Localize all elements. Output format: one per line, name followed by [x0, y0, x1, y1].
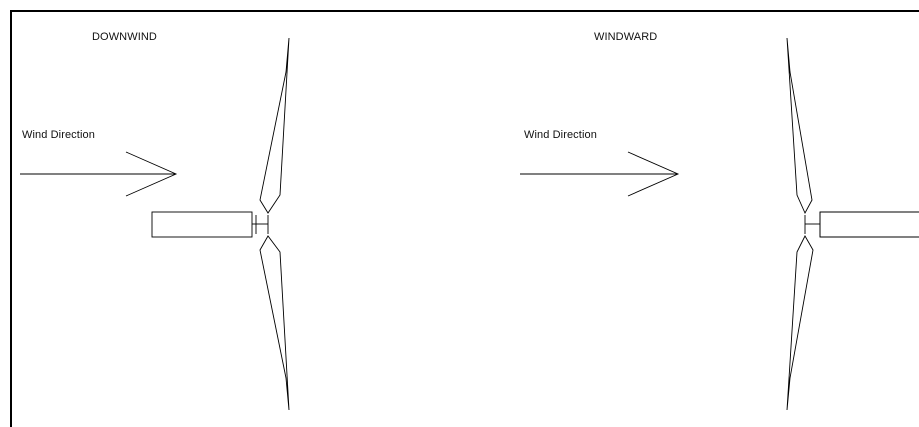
- blade-lower-right: [786, 235, 814, 411]
- blade-lower-left: [259, 235, 290, 411]
- hub-left: [252, 215, 269, 234]
- wind-arrow-head: [627, 151, 680, 197]
- wind-arrow-right: [520, 151, 680, 197]
- wind-arrow-left: [20, 151, 178, 197]
- wind-direction-label-right: Wind Direction: [524, 129, 597, 141]
- blade-upper-left: [259, 37, 290, 214]
- nacelle-right: [819, 211, 919, 238]
- frame-border: [10, 10, 919, 427]
- wind-direction-label-left: Wind Direction: [22, 129, 95, 141]
- nacelle-left: [151, 211, 253, 238]
- windward-title: WINDWARD: [594, 31, 658, 43]
- wind-arrow-head: [125, 151, 178, 197]
- hub-right: [804, 212, 821, 237]
- downwind-turbine: [20, 37, 290, 411]
- windward-turbine: [520, 37, 919, 411]
- blade-upper-right: [786, 37, 813, 215]
- downwind-title: DOWNWIND: [92, 31, 157, 43]
